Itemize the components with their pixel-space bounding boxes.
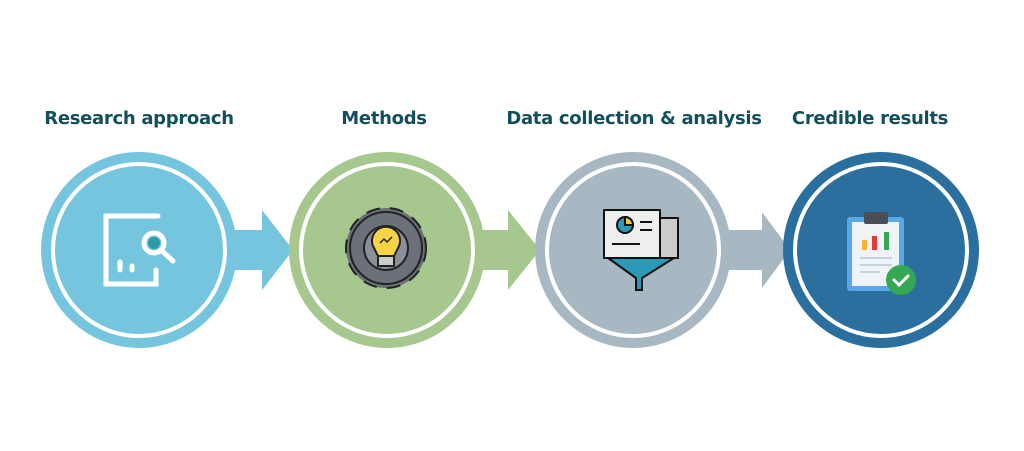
step-title-methods: Methods — [341, 108, 427, 129]
step-circle-methods — [289, 152, 485, 348]
gear-lightbulb-icon — [345, 207, 427, 289]
step-title-credible-results: Credible results — [791, 108, 949, 129]
step-circle-credible-results — [783, 152, 979, 348]
step-circle-data-collection — [535, 152, 731, 348]
document-funnel-icon — [603, 209, 679, 291]
step-title-data-collection: Data collection & analysis — [506, 108, 762, 129]
arrow-1 — [225, 210, 293, 290]
arrow-2 — [470, 210, 540, 290]
step-title-research-approach: Research approach — [44, 108, 234, 129]
chart-search-icon — [103, 213, 176, 287]
clipboard-check-icon — [847, 212, 916, 295]
step-circle-research-approach — [41, 152, 237, 348]
arrow-3 — [715, 212, 790, 288]
